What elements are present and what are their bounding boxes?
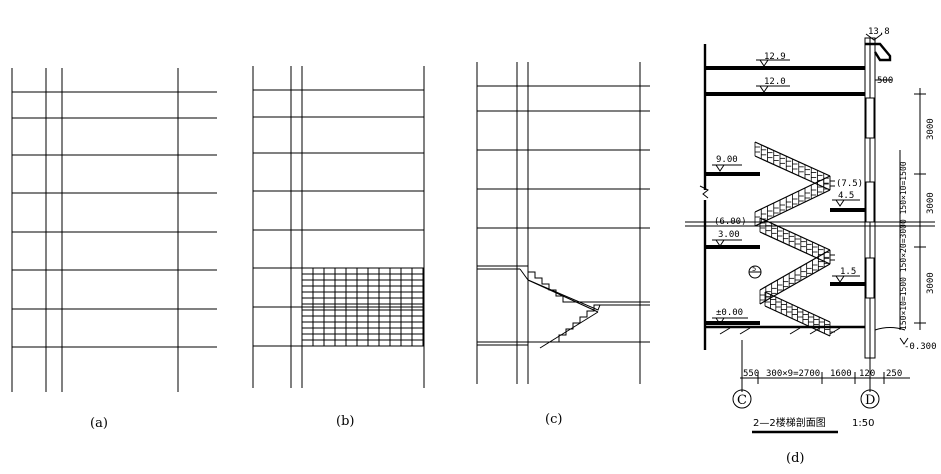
level-3.00: 3.00 [718,230,740,240]
stair-flight-lower [527,304,600,351]
stair-flight-upper [520,265,600,303]
level-neg0.300: -0.300 [904,342,937,352]
axis-d: D [860,389,880,409]
dim-run: 300×9=2700 [766,369,820,379]
dim-3000-bot: 3000 [926,272,936,294]
dim-3000-top: 3000 [926,118,936,140]
detail-marker: 5 [748,265,762,279]
axis-c: C [732,389,752,409]
stair-flights [754,141,835,337]
vertical-dimensions: 500 3000 3000 3000 150×10=1500 150×20=30… [875,76,936,330]
level-12.9: 12.9 [764,52,786,62]
level-13.8: 13.8 [868,27,890,37]
level-0.00: ±0.00 [716,308,743,318]
dim-550: 550 [743,369,759,379]
horizontal-dimensions: 550 300×9=2700 1600 120 250 [740,340,910,392]
level-7.5: (7.5) [836,179,863,189]
axis-c-label: C [737,393,747,408]
level-12.0: 12.0 [764,77,786,87]
caption-c: (c) [545,412,562,427]
frame-b [252,66,425,388]
dim-3000-mid: 3000 [926,192,936,214]
dim-120: 120 [859,369,875,379]
detail-marker-label: 5 [752,265,756,273]
axis-d-label: D [865,393,875,408]
step-grid-b [301,267,424,347]
dim-vertical-steps: 150×10=1500 150×20=3000 150×10=1500 [899,161,908,330]
stair-section-d: 13.8 12.9 12.0 9.00 (7.5) 4.5 (6.00) 3.0… [685,27,937,434]
level-9.00: 9.00 [716,155,738,165]
dim-250: 250 [886,369,902,379]
dim-1600: 1600 [830,369,852,379]
level-marks: 13.8 12.9 12.0 9.00 (7.5) 4.5 (6.00) 3.0… [712,27,937,352]
section-scale: 1:50 [852,418,874,429]
frame-c [476,62,650,384]
level-1.5: 1.5 [840,267,856,277]
dim-500: 500 [877,76,893,86]
caption-b: (b) [336,414,354,429]
frame-a [11,68,217,392]
level-6.00: (6.00) [714,217,747,227]
caption-a: (a) [90,416,108,431]
level-4.5: 4.5 [838,191,854,201]
section-title: 2—2楼梯剖面图 [753,416,826,429]
stair-flight-upper-soffit [519,268,601,311]
caption-d: (d) [786,451,804,466]
